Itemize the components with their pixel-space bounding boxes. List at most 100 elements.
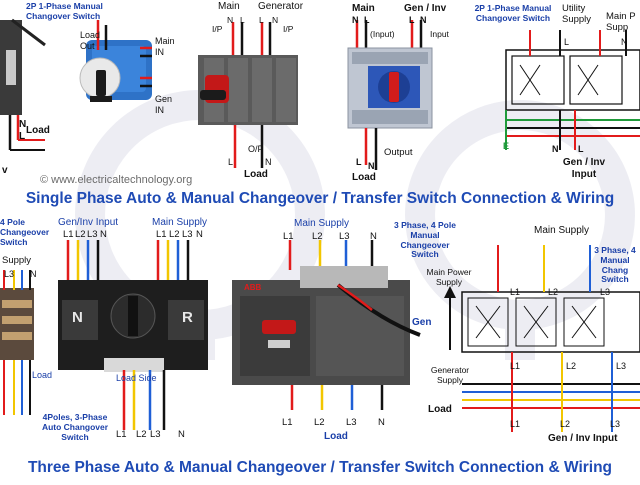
panel4-gen-inv: Gen / Inv Input: [562, 157, 606, 180]
panel5-load: Load: [32, 370, 53, 380]
panel1-main-in: Main IN: [155, 36, 175, 57]
panel6-bottom-l3: L3: [150, 429, 161, 440]
panel6-left-n: N: [100, 229, 107, 240]
panel2-op: O/P: [248, 144, 264, 154]
panel2-n-right: N: [272, 15, 279, 25]
panel2-switch: [198, 22, 298, 168]
panel2-n-left: N: [227, 15, 234, 25]
panel6-right-l3: L3: [182, 229, 193, 240]
panel3-l-out: L: [356, 157, 362, 167]
panel7-top-l3: L3: [339, 231, 350, 242]
panel4-n-top: N: [621, 37, 628, 47]
panel7-main-supply: Main Supply: [294, 218, 350, 229]
panel3-main: Main: [352, 3, 375, 14]
panel8-main-supply: Main Supply: [534, 225, 590, 236]
panel3-n-left: N: [352, 15, 359, 25]
panel4-caption: 2P 1-Phase Manual Changover Switch: [474, 3, 552, 23]
panel8-main-power-supply: Main Power Supply: [426, 267, 472, 287]
panel8-bottom-l2: L2: [560, 419, 571, 429]
panel5-supply: Supply: [2, 255, 32, 266]
panel7-brand: ABB: [244, 283, 262, 292]
panel7-top-l2: L2: [312, 231, 323, 242]
panel7-bottom-l2: L2: [314, 417, 325, 428]
panel2-l-right: L: [259, 15, 264, 25]
panel3-switch: [347, 20, 433, 170]
panel2-n-out: N: [265, 157, 272, 167]
panel5-caption: 4 Pole Changeover Switch: [0, 217, 50, 247]
panel5-switch: [0, 270, 34, 415]
panel4-n-bot: N: [552, 144, 559, 154]
panel8-top-l2: L2: [548, 287, 559, 297]
panel8-mid-l2: L2: [566, 361, 577, 371]
panel4-l-bot: L: [578, 144, 584, 154]
panel6-gen-inv-input: Gen/Inv Input: [58, 217, 119, 228]
panel7-load: Load: [324, 431, 348, 442]
panel1-caption: 2P 1-Phase Manual Changover Switch: [26, 1, 103, 21]
panel6-right-n: N: [196, 229, 203, 240]
panel4-schematic: [505, 30, 640, 150]
panel2-l-left: L: [240, 15, 245, 25]
panel3-load: Load: [352, 172, 376, 183]
title-single-phase: Single Phase Auto & Manual Changeover / …: [25, 190, 615, 207]
panel6-n-face: N: [72, 309, 83, 326]
panel4-utility: Utility Supply: [562, 3, 592, 25]
panel3-l-left: L: [364, 15, 370, 25]
panel8-mid-l3: L3: [616, 361, 627, 371]
panel3-l-right: L: [409, 15, 415, 25]
panel3-input-right: Input: [430, 29, 449, 39]
panel8-top-l1: L1: [510, 287, 521, 297]
panel7-switch: [232, 240, 421, 410]
panel7-bottom-l3: L3: [346, 417, 357, 428]
panel3-gen-inv: Gen / Inv: [404, 3, 447, 14]
panel6-left-l2: L2: [75, 229, 86, 240]
panel8-caption: 3 Phase, 4 Manual Chang Switch: [594, 245, 636, 285]
panel7-top-l1: L1: [283, 231, 294, 242]
panel6-load-side: Load Side: [116, 373, 157, 383]
panel1-switch: [0, 18, 152, 151]
panel2-ip-left: I/P: [212, 24, 223, 34]
panel1-load-out: Load Out: [80, 30, 101, 51]
panel6-main-supply: Main Supply: [152, 217, 208, 228]
panel1-gen-in: Gen IN: [155, 94, 173, 115]
panel6-bottom-l1: L1: [116, 429, 127, 440]
panel4-e-label: E: [503, 141, 510, 151]
panel2-generator: Generator: [258, 1, 304, 12]
panel3-n-out: N: [368, 161, 375, 171]
panel5-n: N: [30, 269, 37, 279]
panel1-load-label: Load: [26, 125, 50, 136]
panel3-n-right: N: [420, 15, 427, 25]
panel2-l-out: L: [228, 157, 234, 167]
panel8-gen-inv: Gen / Inv Input: [548, 433, 618, 444]
panel6-left-l3: L3: [87, 229, 98, 240]
panel7-bottom-l1: L1: [282, 417, 293, 428]
panel1-l-label: L: [19, 131, 26, 142]
panel6-bottom-n: N: [178, 429, 185, 440]
panel1-v-label: v: [2, 165, 8, 176]
watermark-text: © www.electricaltechnology.org: [40, 174, 193, 186]
panel7-gen: Gen: [412, 317, 432, 328]
panel8-bottom-l1: L1: [510, 419, 521, 429]
panel6-switch: [58, 240, 208, 430]
panel6-bottom-l2: L2: [136, 429, 147, 440]
panel4-l-top: L: [564, 37, 570, 47]
panel7-caption: 3 Phase, 4 Pole Manual Changeover Switch: [394, 220, 456, 260]
panel6-r-face: R: [182, 309, 193, 326]
panel5-l3: L3: [4, 269, 15, 279]
panel2-ip-right: I/P: [283, 24, 294, 34]
panel7-bottom-n: N: [378, 417, 385, 428]
panel7-top-n: N: [370, 231, 377, 242]
panel8-bottom-l3: L3: [610, 419, 621, 429]
panel8-mid-l1: L1: [510, 361, 521, 371]
panel8-gen-supply: Generator Supply: [430, 365, 470, 385]
panel8-top-l3: L3: [600, 287, 611, 297]
title-three-phase: Three Phase Auto & Manual Changeover / T…: [27, 459, 613, 476]
panel3-input-left: (Input): [370, 29, 395, 39]
panel2-load: Load: [244, 169, 268, 180]
panel6-right-l1: L1: [156, 229, 167, 240]
panel6-left-l1: L1: [63, 229, 74, 240]
panel4-main-power: Main P Supp: [606, 11, 636, 33]
panel3-output: Output: [384, 147, 413, 158]
panel1-n-label: N: [19, 119, 27, 130]
